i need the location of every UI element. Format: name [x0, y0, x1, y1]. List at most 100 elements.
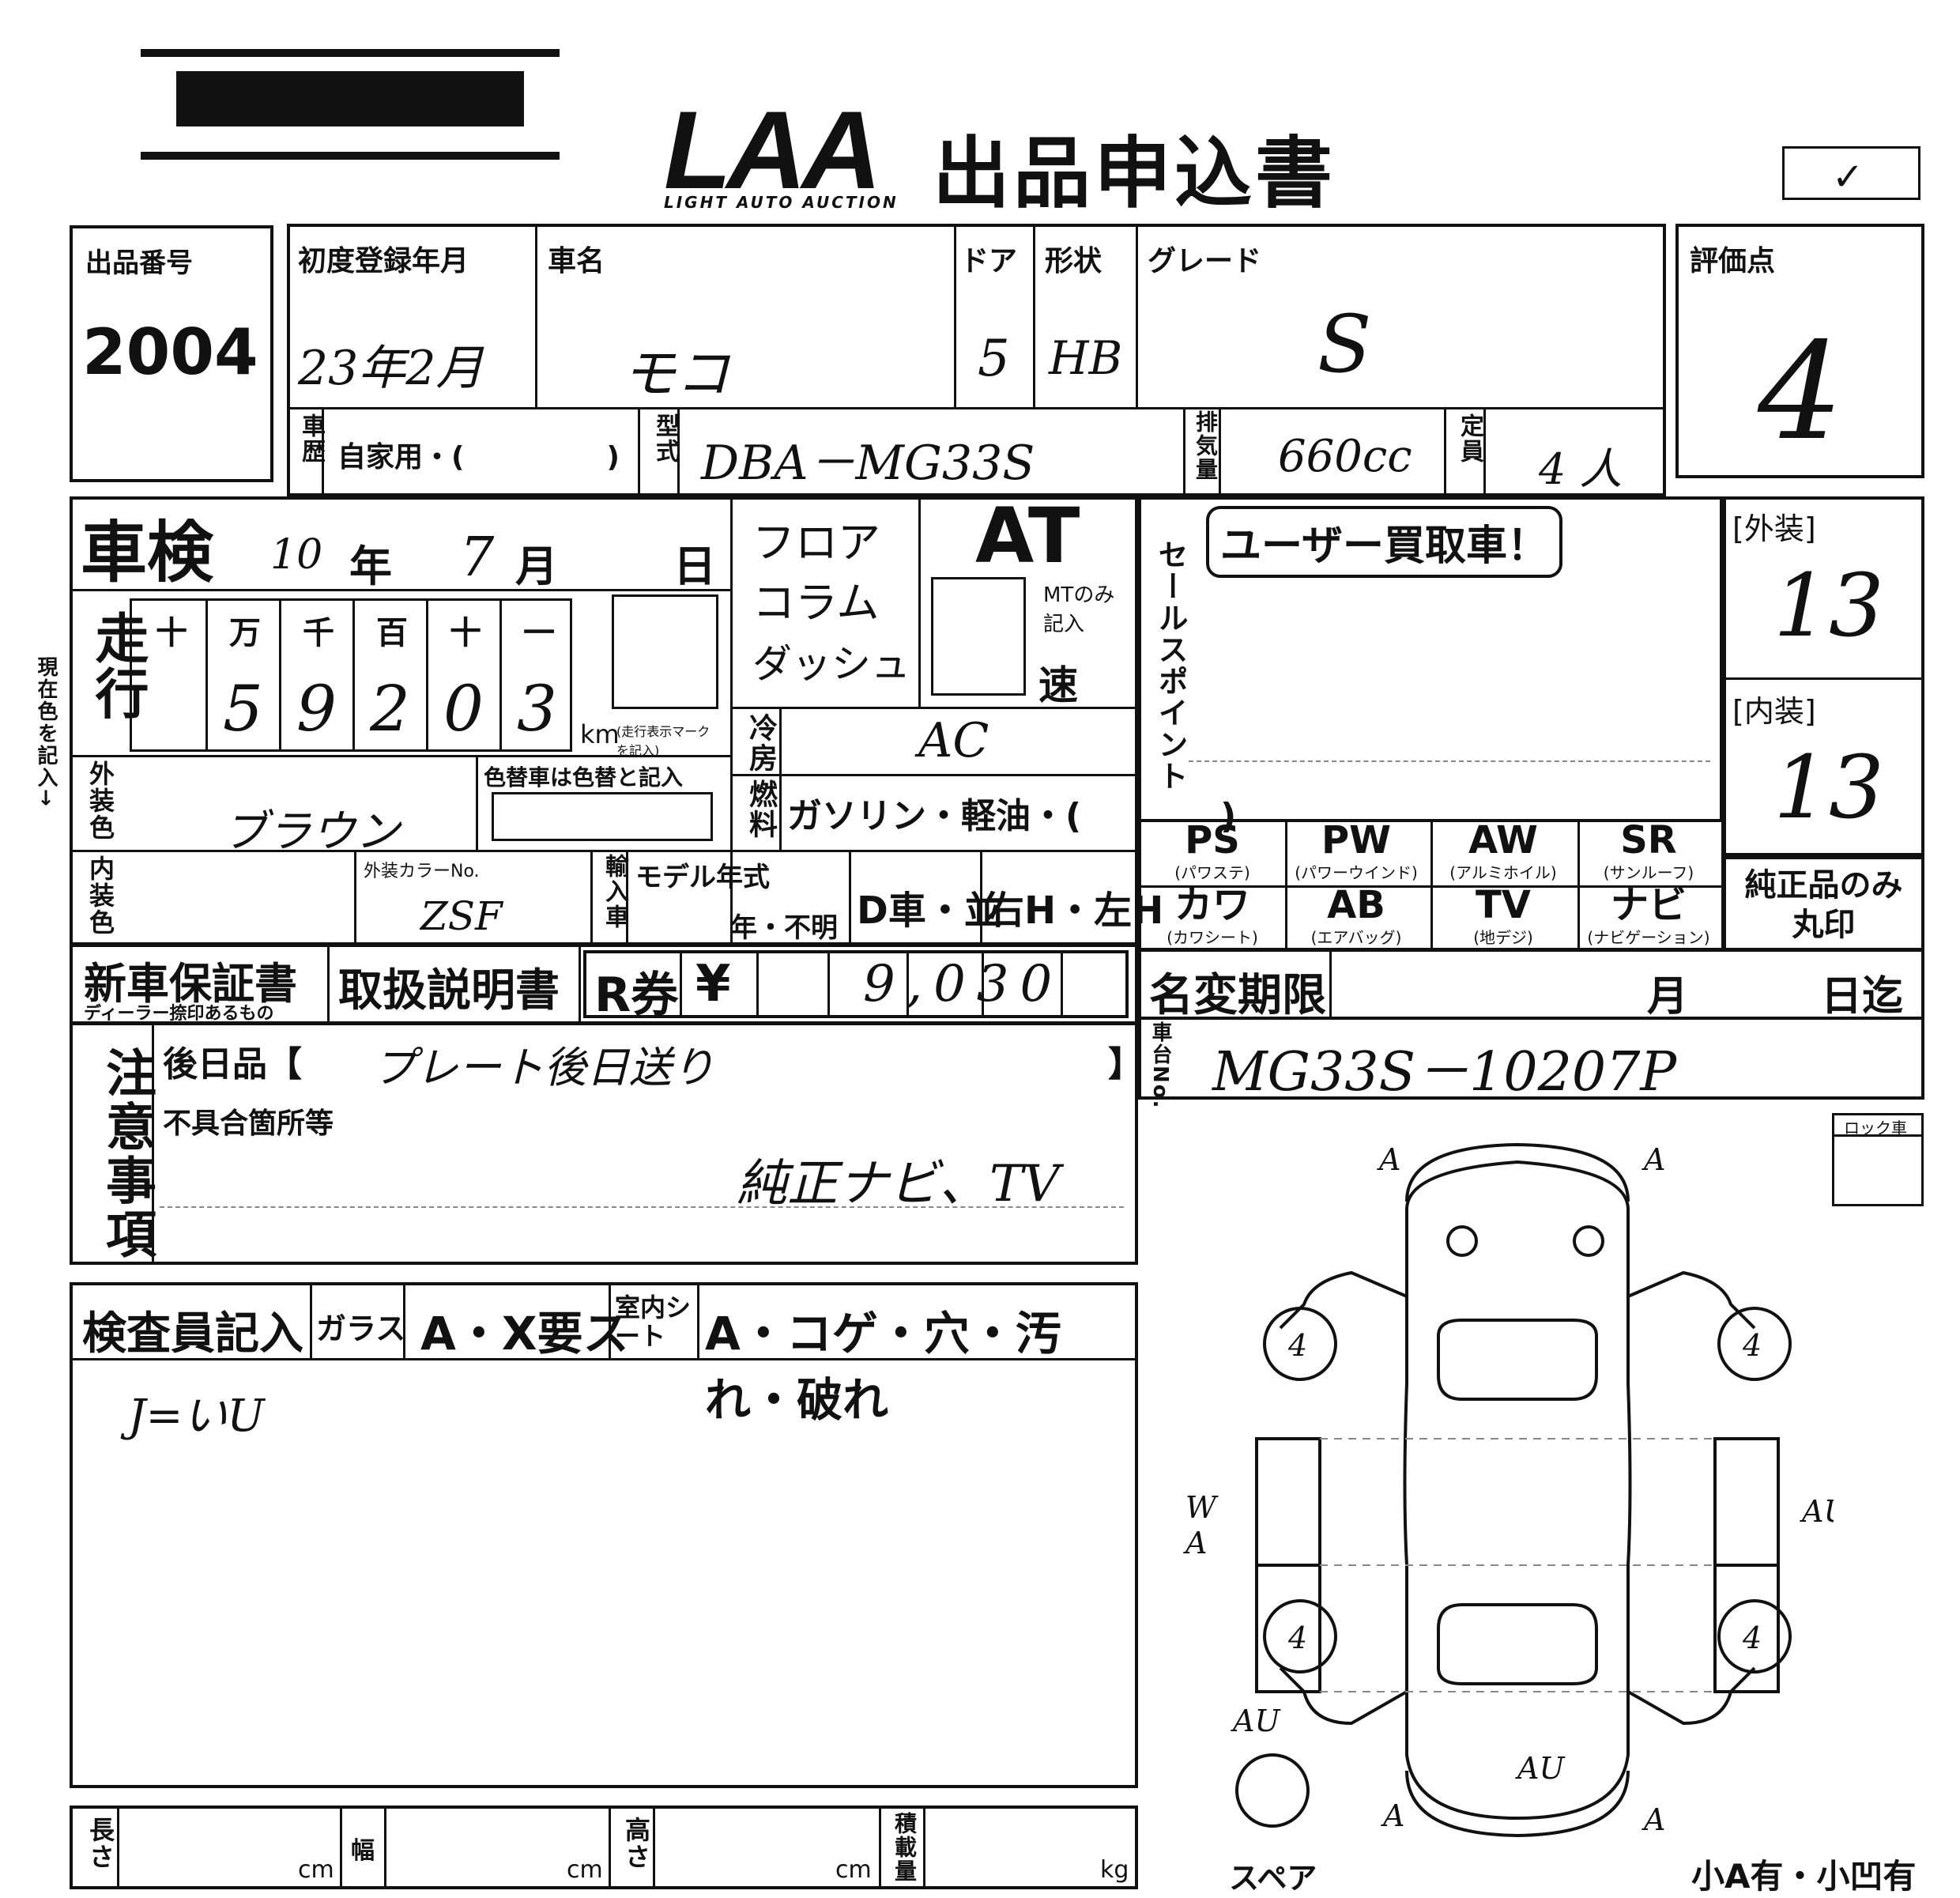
recycle-label: R券 [594, 968, 679, 1023]
spare-tire [1235, 1753, 1310, 1828]
shaken-year-label: 年 [349, 541, 392, 591]
later-item-close: 】 [1108, 1044, 1143, 1085]
car-body-outline [1403, 1160, 1632, 1821]
check-mark: ✓ [1832, 155, 1864, 199]
genuine-only-label: 純正品のみ丸印 [1744, 867, 1903, 943]
name-change-label: 名変期限 [1149, 970, 1326, 1021]
mt-only-label: MTのみ記入 [1043, 583, 1115, 636]
footer-note: 小A有・小凹有 [1691, 1857, 1917, 1896]
laa-logo: LAA LIGHT AUTO AUCTION [664, 88, 899, 213]
shaken-month-value: 7 [460, 526, 495, 589]
shaken-label: 車検 [81, 514, 214, 591]
model-year-label: モデル年式 [635, 862, 770, 893]
history-value: 自家用・( ) [337, 441, 620, 474]
mark-right-au: AU [1800, 1494, 1834, 1529]
seat-label: 室内シート [615, 1292, 692, 1351]
color-change-label: 色替車は色替と記入 [484, 764, 684, 791]
windshield [1437, 1319, 1598, 1401]
equip-pw[interactable]: PW (パワーウインド) [1295, 818, 1418, 882]
car-name-label: 車名 [548, 245, 605, 277]
color-no-value: ZSF [420, 893, 503, 939]
color-no-label: 外装カラーNo. [364, 862, 480, 881]
mt-speed-box[interactable] [931, 577, 1026, 696]
equip-tv[interactable]: TV (地デジ) [1473, 883, 1533, 947]
car-name-value: モコ [622, 343, 730, 406]
lock-box[interactable]: ロック車 [1832, 1113, 1924, 1206]
digit-label-jyu-man: 十 [156, 615, 187, 651]
score-box: 評価点 4 [1675, 224, 1924, 478]
color-change-field[interactable] [492, 792, 713, 841]
shape-label: 形状 [1045, 245, 1102, 277]
inspector-box: 検査員記入 ガラス A・X要ス 室内シート A・コゲ・穴・汚れ・破れ J=いU [70, 1282, 1138, 1788]
transmission-value: AT [975, 492, 1080, 580]
model-value: DBA－MG33S [701, 436, 1035, 491]
glass-label: ガラス [316, 1311, 406, 1346]
length-label: 長さ [85, 1817, 115, 1870]
front-bumper [1405, 1142, 1630, 1202]
shaken-month-label: 月 [515, 541, 558, 591]
score-value: 4 [1758, 314, 1844, 470]
left-rear-fender [1279, 1666, 1408, 1726]
documents-row: 新車保証書 ディーラー捺印あるもの 取扱説明書 [70, 942, 1138, 1025]
mark-front-left: A [1377, 1142, 1400, 1177]
digit-label-sen: 千 [303, 615, 334, 651]
mark-rear-right-a: A [1642, 1802, 1665, 1837]
ext-color-label: 外装色 [85, 760, 115, 841]
length-unit: cm [298, 1856, 334, 1884]
genuine-only-box: 純正品のみ丸印 [1723, 856, 1924, 951]
mileage-mark-box[interactable] [612, 594, 718, 709]
mileage-digit-3: 2 [370, 672, 410, 745]
rear-window [1437, 1603, 1598, 1685]
sales-point-box: セールスポイント ユーザー買取車！ [1138, 496, 1723, 822]
recycle-amount: 9,030 [863, 955, 1064, 1013]
speed-label: 速 [1038, 662, 1078, 708]
lot-no-label: 出品番号 [85, 247, 193, 279]
inspector-label: 検査員記入 [82, 1308, 303, 1360]
load-unit: kg [1100, 1856, 1129, 1884]
equip-ps[interactable]: PS (パワステ) [1174, 818, 1250, 882]
displacement-value: 660cc [1278, 431, 1412, 482]
interior-label: [内装] [1732, 694, 1816, 729]
digit-label-jyu: 十 [450, 615, 481, 651]
first-reg-value: 23年2月 [298, 341, 484, 396]
load-label: 積載量 [891, 1812, 918, 1883]
defects-label: 不具合箇所等 [163, 1107, 334, 1140]
interior-score-value: 13 [1773, 737, 1884, 838]
chassis-label: 車台No. [1148, 1021, 1172, 1110]
wheel-rear-right [1717, 1599, 1792, 1673]
ext-color-value: ブラウン [223, 806, 400, 858]
fuel-options: ガソリン・軽油・( ) [787, 796, 1237, 836]
right-front-fender [1627, 1270, 1756, 1330]
digit-label-ichi: 一 [523, 615, 555, 651]
equip-aw[interactable]: AW (アルミホイル) [1449, 818, 1557, 882]
car-diagram: A A 4 4 4 4 W A AU AU AU A A [1183, 1142, 1834, 1838]
displacement-label: 排気量 [1193, 410, 1219, 481]
km-label: km [580, 719, 620, 749]
import-label: 輸入車 [601, 854, 628, 930]
equip-sr[interactable]: SR (サンルーフ) [1603, 818, 1694, 882]
later-item-value: プレート後日送り [373, 1043, 714, 1092]
equip-leather[interactable]: カワ (カワシート) [1167, 883, 1258, 947]
int-color-label: 内装色 [85, 855, 115, 936]
spare-label: スペア [1229, 1861, 1317, 1896]
mileage-label: 走行 [85, 610, 148, 721]
digit-label-hyaku: 百 [376, 615, 408, 651]
height-unit: cm [835, 1856, 872, 1884]
fuel-label: 燃料 [744, 779, 777, 840]
yen-symbol: ¥ [695, 955, 731, 1013]
equip-ab[interactable]: AB (エアバッグ) [1310, 883, 1402, 947]
mileage-digit-5: 3 [517, 672, 557, 745]
check-box[interactable]: ✓ [1782, 146, 1920, 200]
name-change-box: 名変期限 月 日迄 [1138, 949, 1924, 1021]
mark-wheel-rr: 4 [1742, 1621, 1762, 1655]
handle-label: 右H・左H [986, 889, 1164, 933]
history-label: 車歴 [297, 413, 325, 464]
notes-label: 注意事項 [97, 1047, 156, 1262]
door-value: 5 [978, 330, 1010, 388]
sales-point-label: セールスポイント [1153, 539, 1188, 792]
km-note: (走行表示マーク を記入) [616, 724, 710, 758]
equip-navi[interactable]: ナビ (ナビゲーション) [1587, 883, 1710, 947]
defect-note-value: 純正ナビ、TV [737, 1155, 1060, 1213]
year-unknown-label: 年・不明 [730, 912, 838, 944]
capacity-label: 定員 [1456, 413, 1483, 464]
